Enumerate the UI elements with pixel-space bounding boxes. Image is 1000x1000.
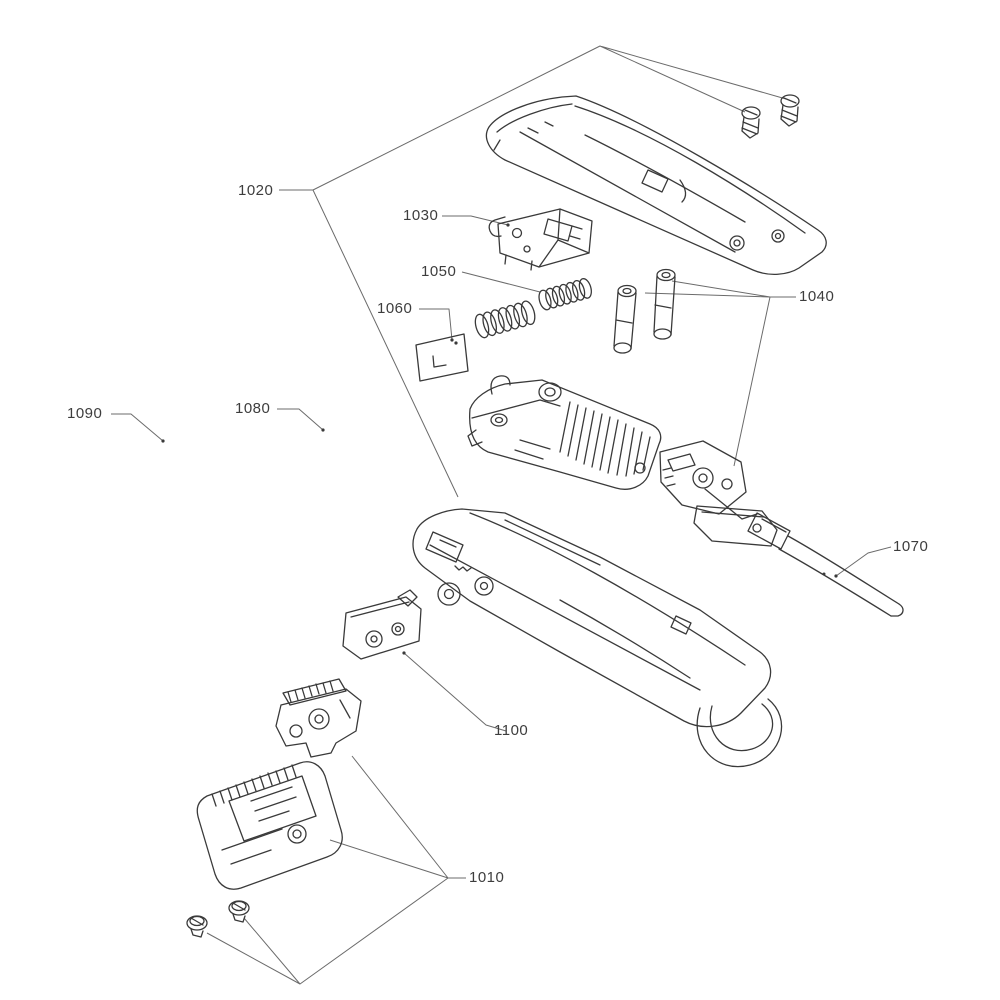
coil-spring-right — [538, 278, 592, 311]
switch-assembly — [488, 208, 593, 271]
blade-screw-right — [228, 900, 250, 923]
part-label-1020: 1020 — [238, 182, 274, 199]
leader-line-1100 — [402, 651, 507, 732]
guide-plate — [415, 333, 469, 382]
part-label-1090: 1090 — [67, 405, 103, 422]
lever-assembly — [659, 440, 758, 520]
part-label-1060: 1060 — [377, 300, 413, 317]
part-label-1040: 1040 — [799, 288, 835, 305]
part-label-1070: 1070 — [893, 538, 929, 555]
blade-screw-left — [186, 915, 208, 938]
leader-line-1040 — [644, 280, 796, 467]
leader-line-1080 — [277, 408, 325, 432]
part-label-1100: 1100 — [494, 722, 529, 739]
coil-spring-left — [474, 300, 536, 339]
leader-line-1060 — [419, 308, 454, 342]
motor-assembly — [467, 375, 662, 490]
lower-housing-shell — [412, 508, 783, 768]
part-label-1050: 1050 — [421, 263, 457, 280]
bottom-blade — [196, 761, 343, 890]
power-cord — [747, 512, 904, 617]
hinge-screw-left — [613, 284, 637, 354]
leader-line-1010 — [206, 755, 466, 985]
part-label-1010: 1010 — [469, 869, 505, 886]
leader-line-1090 — [111, 413, 165, 443]
part-label-1030: 1030 — [403, 207, 439, 224]
housing-screw-right — [780, 94, 800, 127]
part-label-1080: 1080 — [235, 400, 271, 417]
hinge-screw-right — [653, 268, 676, 340]
leader-line-1020 — [279, 45, 787, 498]
leader-line-1050 — [461, 271, 541, 293]
leader-line-1070 — [834, 546, 892, 578]
blade-mount-bracket — [275, 678, 362, 758]
blade-drive-assembly — [342, 589, 422, 660]
upper-housing-shell — [485, 95, 827, 275]
leader-line-1030 — [442, 215, 510, 227]
housing-screw-left — [741, 106, 761, 139]
hinge-link — [693, 505, 778, 547]
